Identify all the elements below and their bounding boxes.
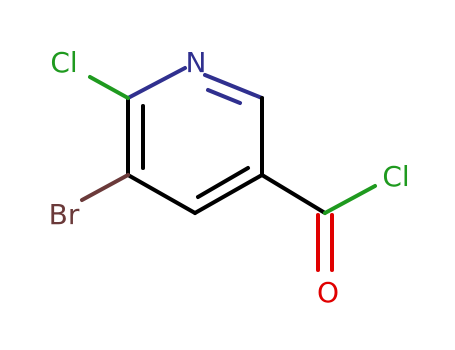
bond-c3-c4-inner — [196, 166, 250, 199]
bond-n-c2 — [203, 73, 264, 100]
bond-n-c2-inner — [206, 88, 242, 105]
atom-label-oxygen: O — [317, 276, 339, 309]
bond-carbonyl-cl — [323, 184, 377, 215]
atom-label-chlorine-ring: Cl — [50, 46, 77, 79]
bond-c6-n — [126, 66, 187, 100]
bond-c5-br — [80, 173, 130, 202]
bond-c6-cl — [88, 75, 130, 100]
bond-c4-c5 — [126, 173, 197, 215]
atom-label-chlorine-acyl: Cl — [382, 160, 409, 193]
bond-c3-c4 — [193, 173, 264, 215]
bond-c3-carbonyl — [260, 173, 327, 215]
atom-label-bromine: Br — [49, 198, 80, 231]
atom-label-nitrogen: N — [186, 46, 207, 79]
